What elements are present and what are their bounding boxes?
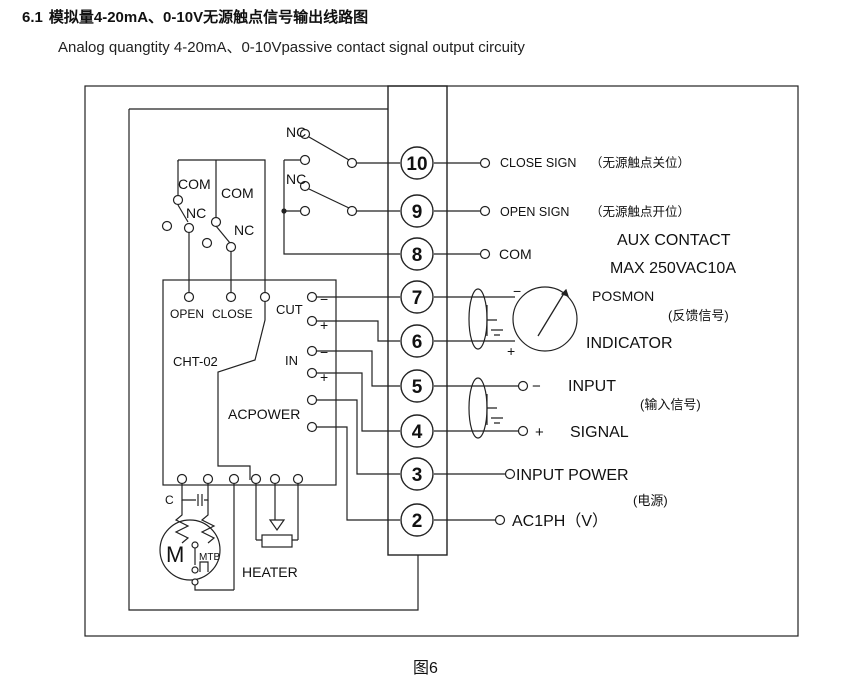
- terminal-4: 4: [400, 414, 434, 448]
- input-power-label: INPUT POWER: [516, 467, 629, 484]
- svg-text:2: 2: [412, 511, 423, 532]
- close-sign-label: CLOSE SIGN: [500, 156, 576, 170]
- svg-text:4: 4: [412, 422, 423, 443]
- input-cn: (输入信号): [640, 397, 701, 412]
- in-label: IN: [285, 353, 298, 368]
- open-sign-cn: （无源触点开位）: [590, 204, 690, 219]
- indicator-meter: [512, 286, 578, 352]
- terminal-8: 8: [400, 237, 434, 271]
- heading: 6.1 模拟量4-20mA、0-10V无源触点信号输出线路图: [22, 6, 374, 27]
- title-cn: 模拟量4-20mA、0-10V无源触点信号输出线路图: [48, 9, 369, 26]
- close-sign-cn: （无源触点关位）: [590, 155, 690, 170]
- com-output-label: COM: [499, 246, 532, 262]
- mtb-label: MTB: [199, 552, 220, 563]
- upper-nc-label: NC: [286, 124, 306, 140]
- terminal-9: 9: [400, 194, 434, 228]
- motor-label: M: [166, 542, 184, 567]
- heater-symbol: [261, 534, 293, 548]
- svg-text:5: 5: [412, 377, 423, 398]
- signal-label: SIGNAL: [570, 424, 629, 441]
- title-en: Analog quangtity 4-20mA、0-10Vpassive con…: [58, 39, 525, 56]
- cut-minus: −: [320, 291, 328, 307]
- terminal-3: 3: [400, 457, 434, 491]
- posmon-label: POSMON: [592, 288, 654, 304]
- nc-right-label: NC: [234, 222, 254, 238]
- aux-contact-label: AUX CONTACT: [617, 232, 731, 249]
- figure-caption: 图6: [413, 660, 438, 677]
- power-cn: (电源): [633, 493, 668, 508]
- cut-label: CUT: [276, 302, 303, 317]
- svg-text:10: 10: [406, 154, 427, 175]
- posmon-cn: (反馈信号): [668, 308, 729, 323]
- indicator-plus: +: [507, 343, 515, 359]
- com-right-label: COM: [221, 185, 254, 201]
- nc-left-label: NC: [186, 205, 206, 221]
- terminal-6: 6: [400, 324, 434, 358]
- terminal-7: 7: [400, 280, 434, 314]
- housing-outline: [128, 108, 419, 611]
- terminal-10: 10: [400, 146, 434, 180]
- indicator-label: INDICATOR: [586, 335, 673, 352]
- com-left-label: COM: [178, 176, 211, 192]
- controller-box: [162, 279, 337, 486]
- lower-nc-label: NC: [286, 171, 306, 187]
- terminals: 10 9 8 7 6 5 4 3 2: [400, 146, 434, 537]
- in-plus: +: [320, 369, 328, 385]
- heater-label: HEATER: [242, 564, 298, 580]
- svg-text:3: 3: [412, 465, 423, 486]
- open-label: OPEN: [170, 307, 204, 321]
- open-sign-label: OPEN SIGN: [500, 205, 569, 219]
- input-label: INPUT: [568, 378, 616, 395]
- terminal-strip: [387, 85, 448, 556]
- ac1ph-label: AC1PH（V）: [512, 512, 608, 530]
- terminal-2: 2: [400, 503, 434, 537]
- signal-plus: +: [535, 424, 544, 441]
- section-number: 6.1: [22, 9, 43, 26]
- indicator-minus: −: [513, 283, 521, 299]
- controller-model: CHT-02: [173, 354, 218, 369]
- svg-text:7: 7: [412, 288, 423, 309]
- svg-text:6: 6: [412, 332, 423, 353]
- input-minus: −: [532, 378, 541, 395]
- close-label: CLOSE: [212, 307, 253, 321]
- capacitor-label: C: [165, 493, 174, 507]
- terminal-5: 5: [400, 369, 434, 403]
- svg-text:9: 9: [412, 202, 423, 223]
- svg-text:8: 8: [412, 245, 423, 266]
- motor-symbol: [159, 519, 221, 581]
- cut-plus: +: [320, 317, 328, 333]
- acpower-label: ACPOWER: [228, 406, 300, 422]
- in-minus: −: [320, 344, 328, 360]
- aux-rating-label: MAX 250VAC10A: [610, 260, 736, 277]
